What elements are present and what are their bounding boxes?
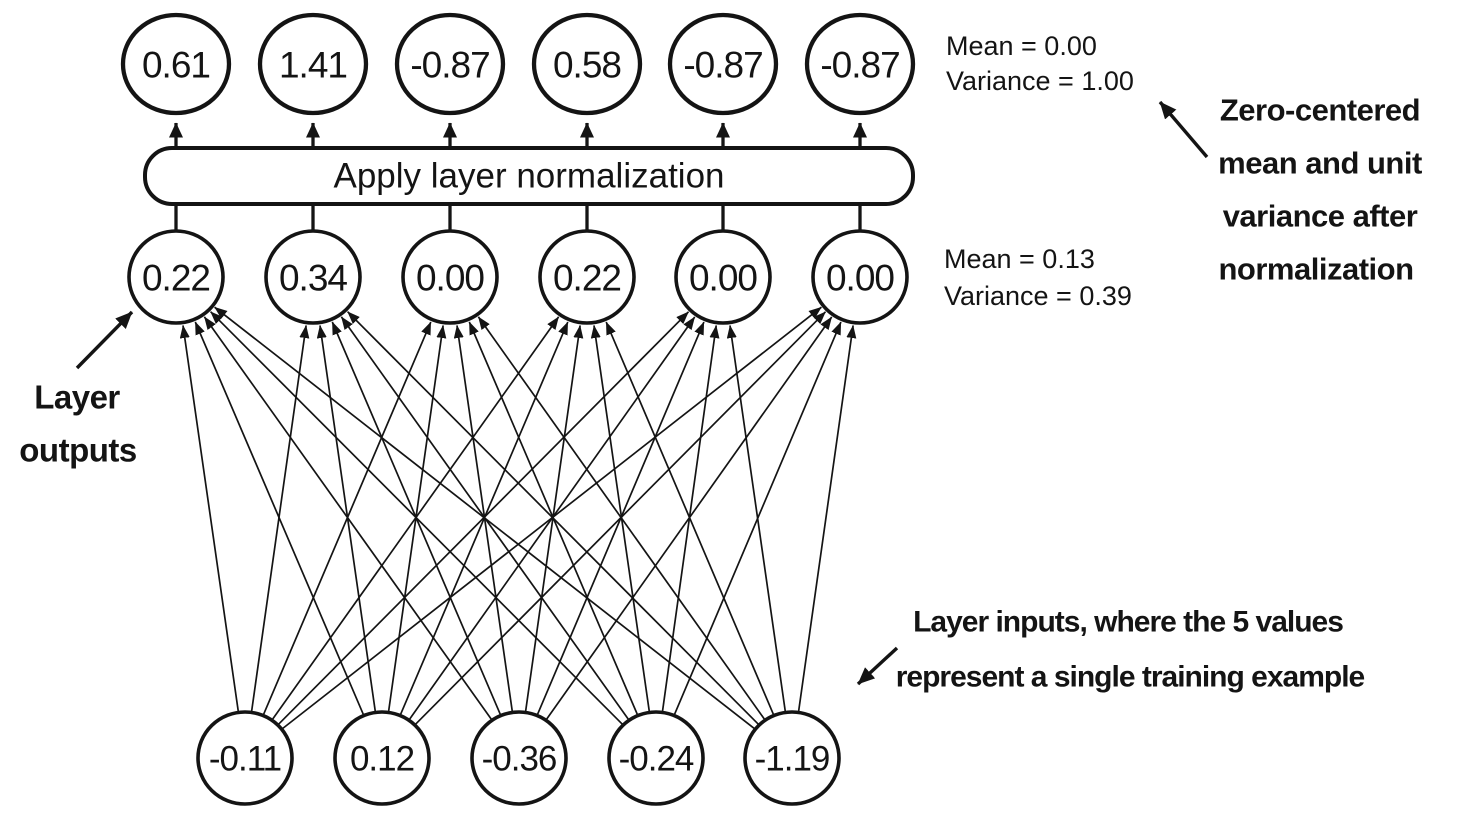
- stats-before-normalization: Mean = 0.13 Variance = 0.39: [944, 244, 1132, 311]
- connection-input2-to-output5: [408, 316, 696, 721]
- layer-output-node-circle: [127, 229, 225, 325]
- neuron-normalized-output-3: -0.87: [394, 12, 506, 116]
- normalized-output-node-value: 1.41: [279, 45, 347, 86]
- stats-after-normalization: Mean = 0.00 Variance = 1.00: [946, 31, 1134, 96]
- connection-input5-to-output5: [726, 325, 787, 712]
- annotation-zero-centered: Zero-centered mean and unit variance aft…: [1218, 93, 1422, 287]
- neuron-normalized-output-1: 0.61: [120, 12, 232, 116]
- zero-centered-pointer-arrow: [1158, 100, 1209, 159]
- annotation-layer-outputs-line2: outputs: [19, 432, 136, 469]
- layer-output-node-circle: [811, 229, 909, 325]
- stat-mean-before: Mean = 0.13: [944, 244, 1095, 274]
- annotation-layer-inputs: Layer inputs, where the 5 values represe…: [896, 606, 1366, 694]
- connection-input3-to-output1: [203, 316, 493, 721]
- normalization-box-label: Apply layer normalization: [333, 157, 724, 196]
- neuron-normalized-output-6: -0.87: [804, 12, 916, 116]
- layer-output-node-value: 0.22: [142, 258, 210, 299]
- annotation-layer-outputs: Layer outputs: [19, 379, 137, 469]
- normalized-output-node-value: 0.58: [553, 45, 621, 86]
- layer-output-node-value: 0.34: [279, 258, 347, 299]
- connection-input5-to-output3: [477, 316, 766, 721]
- input-output-connection-lines: [179, 306, 857, 730]
- annotation-layer-outputs-line1: Layer: [34, 379, 120, 416]
- connection-input5-to-output1: [214, 306, 756, 730]
- normalized-output-node-value: -0.87: [820, 45, 899, 86]
- neuron-layer-input-3: -0.36: [470, 710, 568, 806]
- neuron-layer-output-4: 0.22: [538, 229, 636, 325]
- normalized-output-node-value: -0.87: [683, 45, 762, 86]
- neuron-layer-output-6: 0.00: [811, 229, 909, 325]
- stat-variance-before: Variance = 0.39: [944, 281, 1132, 311]
- normalized-output-node-circle: [394, 12, 506, 116]
- layer-output-node-circle: [264, 229, 362, 325]
- annotation-zero-centered-line3: variance after: [1223, 199, 1418, 234]
- layer-input-node-value: -0.24: [619, 740, 694, 779]
- layer-output-node-circle: [401, 229, 499, 325]
- annotation-zero-centered-line2: mean and unit: [1218, 146, 1422, 181]
- stat-variance-after: Variance = 1.00: [946, 66, 1134, 96]
- layer-output-node-value: 0.00: [689, 258, 757, 299]
- layer-input-node-value: -0.36: [482, 740, 557, 779]
- layer-input-node-circle: [470, 710, 568, 806]
- layer-output-node-value: 0.22: [553, 258, 621, 299]
- neuron-normalized-output-2: 1.41: [257, 12, 369, 116]
- annotation-layer-inputs-line2: represent a single training example: [896, 661, 1365, 694]
- layer-output-node-value: 0.00: [826, 258, 894, 299]
- normalized-output-node-circle: [804, 12, 916, 116]
- stat-mean-after: Mean = 0.00: [946, 31, 1097, 61]
- neuron-normalized-output-4: 0.58: [531, 12, 643, 116]
- layer-input-node-circle: [196, 710, 294, 806]
- connection-input5-to-output2: [346, 311, 760, 726]
- connection-input4-to-output1: [209, 311, 624, 726]
- connection-input1-to-output1: [179, 325, 240, 712]
- connection-input5-to-output4: [605, 321, 775, 716]
- normalized-output-node-circle: [531, 12, 643, 116]
- connection-input5-to-output6: [797, 325, 857, 712]
- layer-output-node-circle: [538, 229, 636, 325]
- connection-input2-to-output1: [194, 321, 365, 716]
- normalization-box: [143, 146, 915, 206]
- neuron-layer-output-1: 0.22: [127, 229, 225, 325]
- layer-output-node-value: 0.00: [416, 258, 484, 299]
- annotation-zero-centered-line4: normalization: [1218, 252, 1413, 287]
- neuron-layer-input-2: 0.12: [333, 710, 431, 806]
- layer-output-nodes: 0.22 0.34 0.00 0.22 0.00 0.00: [127, 229, 909, 325]
- layer-input-nodes: -0.11 0.12 -0.36 -0.24 -1.19: [196, 710, 841, 806]
- layer-input-node-circle: [607, 710, 705, 806]
- layer-input-node-value: -0.11: [209, 740, 281, 779]
- neuron-layer-output-2: 0.34: [264, 229, 362, 325]
- neuron-layer-output-5: 0.00: [674, 229, 772, 325]
- layer-input-node-circle: [743, 710, 841, 806]
- neuron-layer-input-4: -0.24: [607, 710, 705, 806]
- normalized-output-node-value: -0.87: [410, 45, 489, 86]
- annotation-layer-inputs-line1: Layer inputs, where the 5 values: [913, 606, 1343, 639]
- neuron-layer-input-1: -0.11: [196, 710, 294, 806]
- neuron-normalized-output-5: -0.87: [667, 12, 779, 116]
- layer-input-node-circle: [333, 710, 431, 806]
- layer-input-node-value: 0.12: [350, 740, 414, 779]
- neuron-layer-input-5: -1.19: [743, 710, 841, 806]
- normalized-output-node-circle: [257, 12, 369, 116]
- layer-inputs-pointer-arrow: [856, 646, 899, 686]
- normalized-output-node-circle: [667, 12, 779, 116]
- layer-input-node-value: -1.19: [755, 740, 830, 779]
- normalized-output-node-circle: [120, 12, 232, 116]
- normalized-output-nodes: 0.61 1.41 -0.87 0.58 -0.87 -0.87: [120, 12, 916, 116]
- annotation-zero-centered-line1: Zero-centered: [1220, 93, 1420, 128]
- normalization-flow-arrows: [169, 122, 867, 231]
- layer-outputs-pointer-arrow: [75, 310, 134, 370]
- neuron-layer-output-3: 0.00: [401, 229, 499, 325]
- normalized-output-node-value: 0.61: [142, 45, 210, 86]
- layer-output-node-circle: [674, 229, 772, 325]
